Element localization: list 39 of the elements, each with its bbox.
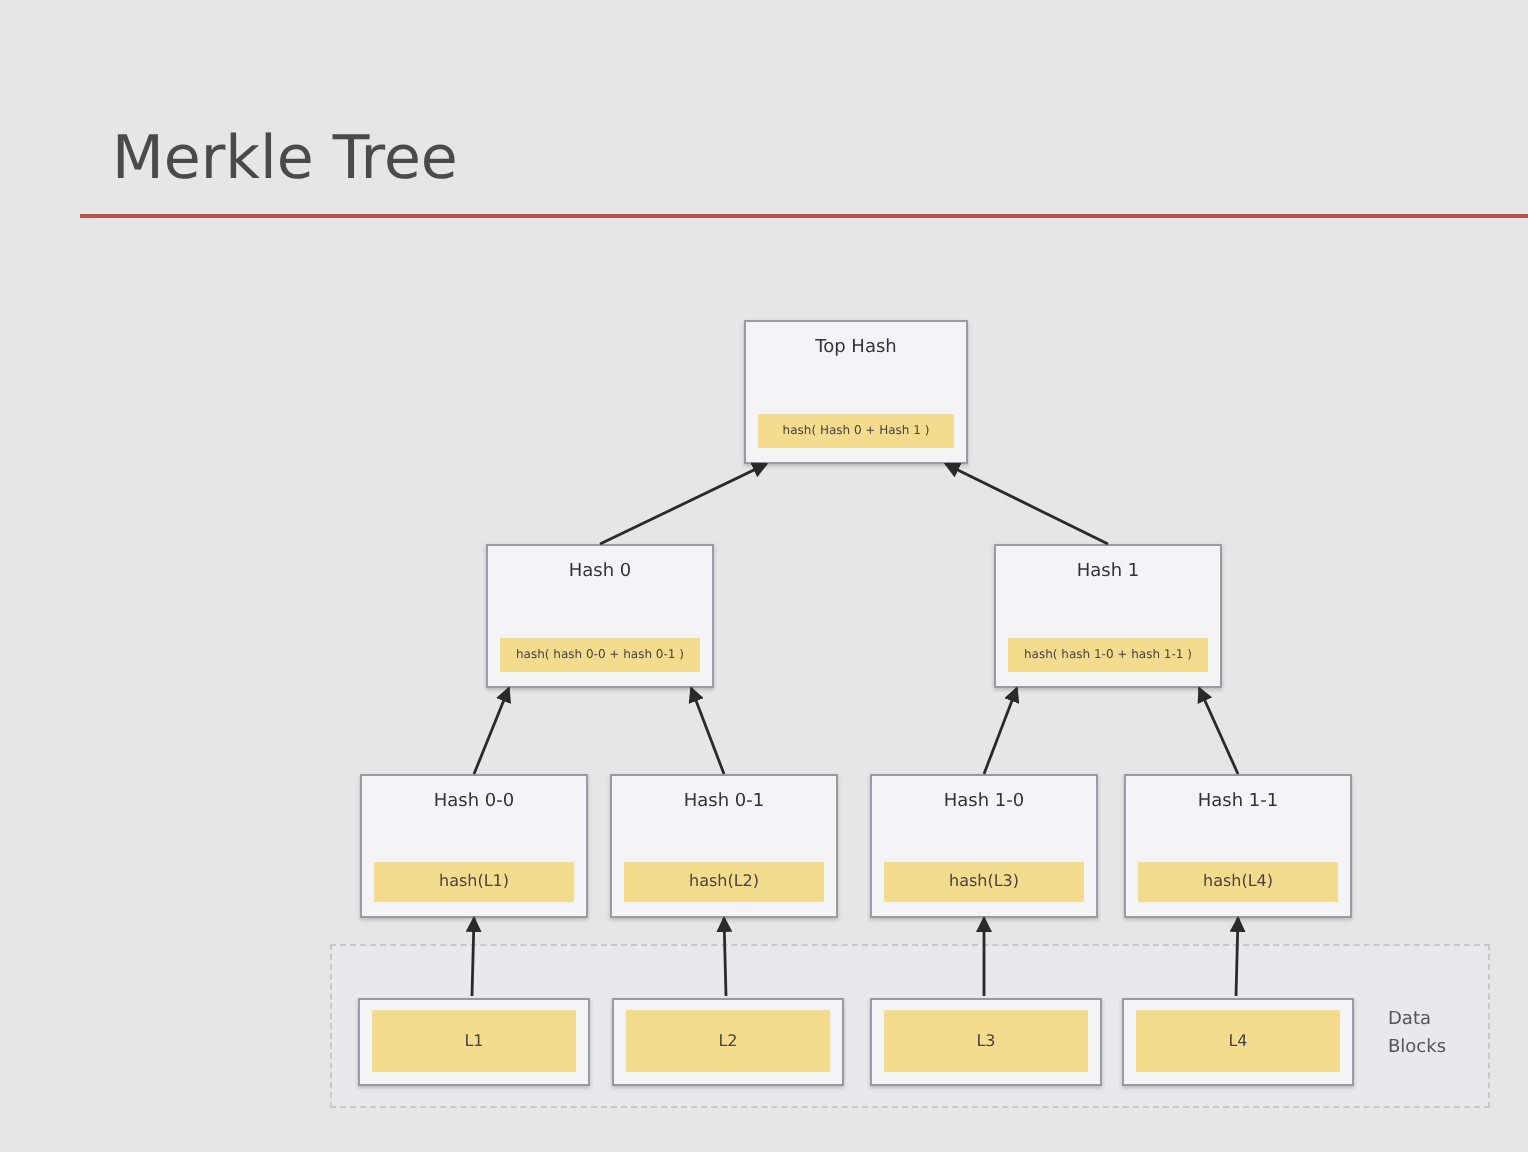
arrow xyxy=(465,916,482,997)
slide-title: Merkle Tree xyxy=(112,124,458,194)
hash-box xyxy=(744,320,968,464)
hash-box xyxy=(1124,774,1352,918)
hash-title: Hash 0 xyxy=(566,560,634,586)
arrow xyxy=(688,686,726,775)
hash-formula: hash(L1) xyxy=(374,862,574,902)
hash-box xyxy=(870,774,1098,918)
data-block-label: L2 xyxy=(626,1009,830,1073)
arrow xyxy=(943,462,1109,546)
arrow xyxy=(982,686,1020,775)
arrow xyxy=(599,462,769,546)
hash-formula: hash(L3) xyxy=(884,862,1084,902)
hash-box xyxy=(610,774,838,918)
hash-formula: hash(L2) xyxy=(624,862,824,902)
hash-title: Hash 1-0 xyxy=(941,790,1027,816)
arrow xyxy=(1197,686,1240,775)
hash-title: Hash 1 xyxy=(1074,560,1142,586)
data-block-label: L1 xyxy=(372,1009,576,1073)
hash-formula: hash(L4) xyxy=(1138,862,1338,902)
data-block-box xyxy=(870,998,1102,1086)
arrow xyxy=(716,916,733,997)
hash-box xyxy=(994,544,1222,688)
data-block-label: L3 xyxy=(884,1009,1088,1073)
band-label: Data Blocks xyxy=(1388,1008,1449,1062)
arrow xyxy=(472,686,511,775)
hash-title: Top Hash xyxy=(813,336,899,362)
data-block-box xyxy=(1122,998,1354,1086)
hash-box xyxy=(360,774,588,918)
hash-title: Hash 0-0 xyxy=(431,790,517,816)
hash-title: Hash 1-1 xyxy=(1195,790,1281,816)
hash-box xyxy=(486,544,714,688)
data-blocks-band xyxy=(330,944,1490,1108)
data-block-label: L4 xyxy=(1136,1009,1340,1073)
data-block-box xyxy=(358,998,590,1086)
arrow xyxy=(976,916,992,996)
data-block-box xyxy=(612,998,844,1086)
hash-title: Hash 0-1 xyxy=(681,790,767,816)
arrow xyxy=(1229,916,1246,997)
